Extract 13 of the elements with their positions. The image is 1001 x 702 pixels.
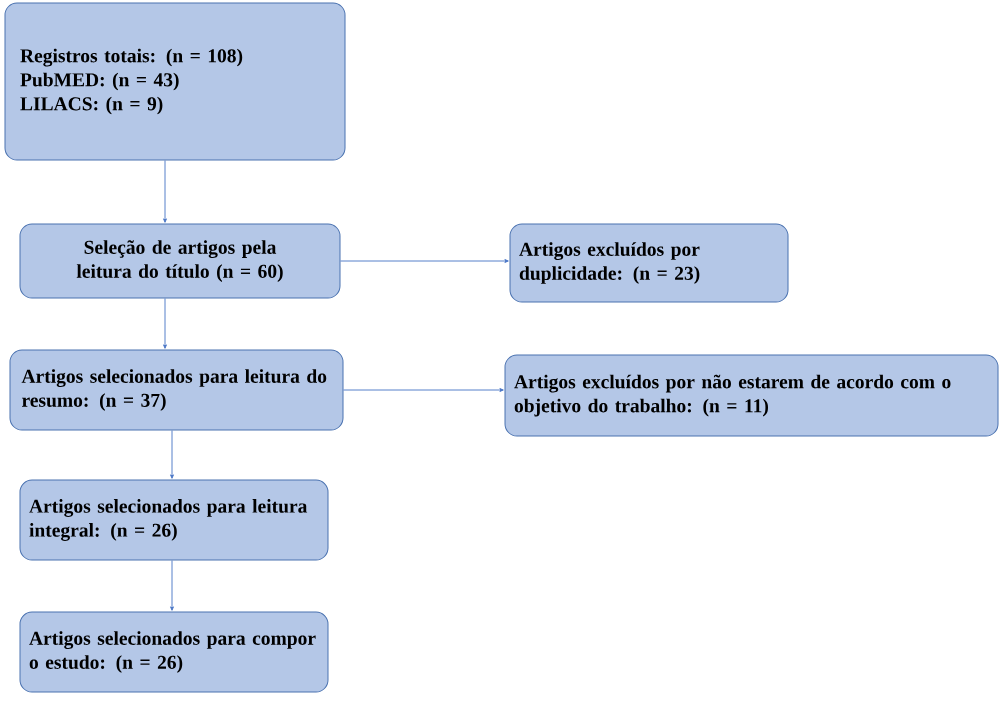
process-box: Seleção de artigos pela leitura do título (n = 60) <box>19 223 341 299</box>
process-box: Artigos selecionados para leitura do resumo: (n = 37) <box>9 349 344 431</box>
arrow <box>343 388 504 392</box>
arrow <box>163 160 167 223</box>
process-box: Artigos selecionados para leitura integral: (n = 26) <box>19 479 329 561</box>
process-box: Artigos excluídos por não estarem de acordo com o objetivo do trabalho: (n = 11) <box>504 354 999 437</box>
arrow <box>170 430 174 479</box>
arrow <box>340 259 509 263</box>
arrow <box>163 298 167 349</box>
process-box: Artigos selecionados para compor o estudo: (n = 26) <box>19 611 329 693</box>
process-box: Registros totais: (n = 108) PubMED: (n = 43) LILACS: (n = 9) <box>4 2 346 161</box>
process-box: Artigos excluídos por duplicidade: (n = 23) <box>509 223 789 303</box>
arrow <box>170 560 174 611</box>
